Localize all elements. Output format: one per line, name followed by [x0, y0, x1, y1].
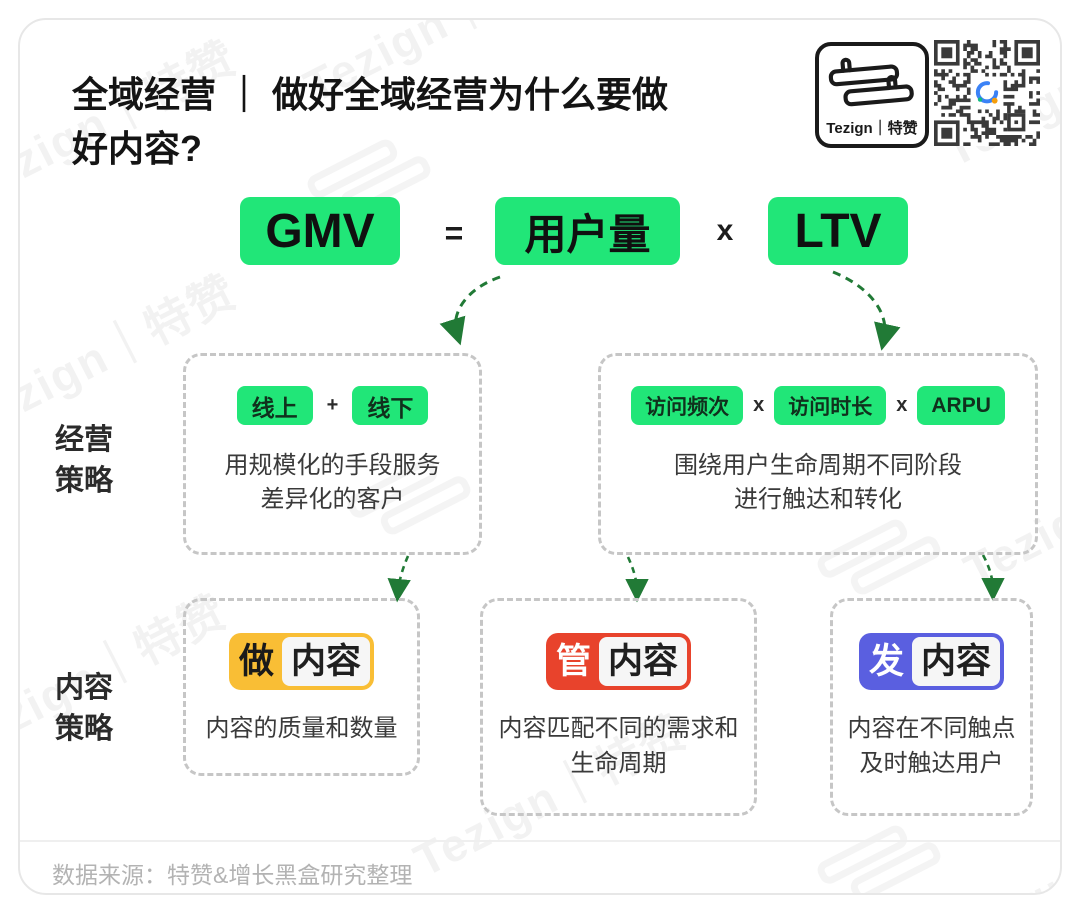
content-manage-desc: 内容匹配不同的需求和 生命周期 [499, 712, 739, 782]
content-manage-desc-line2: 生命周期 [570, 749, 667, 777]
content-distribute-desc-line1: 内容在不同触点 [847, 715, 1016, 742]
content-make-desc: 内容的质量和数量 [206, 712, 398, 747]
times-operator: x [753, 394, 765, 416]
formula-equals: = [444, 215, 464, 251]
badge-make-content: 做 内容 [228, 633, 375, 690]
watermark-logo-icon [814, 812, 944, 893]
thumbs-up-icon [826, 54, 918, 117]
badge-suffix: 内容 [599, 637, 688, 686]
content-label-line1: 内容 [55, 672, 114, 704]
badge-suffix: 内容 [912, 637, 1001, 686]
formula-ltv-box: LTV [768, 197, 908, 265]
page-title-line1: 全域经营 ｜ 做好全域经营为什么要做 [72, 74, 669, 115]
logo-wordmark: Tezign｜特赞 [826, 120, 918, 137]
content-card-distribute: 发 内容 内容在不同触点 及时触达用户 [830, 598, 1033, 816]
strategy-label-line2: 策略 [55, 465, 114, 498]
formula-users-box: 用户量 [495, 197, 680, 265]
formula-gmv-box: GMV [240, 197, 400, 265]
footer-divider [20, 840, 1060, 842]
plus-operator: + [326, 394, 339, 416]
qr-code [934, 40, 1040, 146]
data-source-note: 数据来源：特赞&增长黑盒研究整理 [52, 862, 413, 888]
strategy-left-desc: 用规模化的手段服务 差异化的客户 [225, 449, 441, 517]
content-manage-desc-line1: 内容匹配不同的需求和 [498, 715, 739, 742]
times-operator: x [896, 394, 908, 416]
pill-visit-duration: 访问时长 [774, 386, 887, 425]
strategy-left-desc-line2: 差异化的客户 [260, 486, 405, 514]
content-card-manage: 管 内容 内容匹配不同的需求和 生命周期 [480, 598, 757, 816]
tezign-logo: Tezign｜特赞 [815, 42, 929, 148]
strategy-row-label: 经营 策略 [55, 420, 145, 502]
badge-prefix: 管 [555, 642, 591, 681]
qr-center-icon [971, 77, 1003, 109]
formula-times: x [716, 214, 734, 247]
badge-distribute-content: 发 内容 [858, 633, 1005, 690]
badge-suffix: 内容 [282, 637, 371, 686]
strategy-label-line1: 经营 [55, 424, 114, 456]
badge-prefix: 发 [868, 642, 904, 681]
content-card-make: 做 内容 内容的质量和数量 [183, 598, 420, 776]
strategy-left-box: 线上 + 线下 用规模化的手段服务 差异化的客户 [183, 353, 482, 555]
strategy-left-desc-line1: 用规模化的手段服务 [224, 452, 441, 479]
page-title: 全域经营 ｜ 做好全域经营为什么要做 好内容? [72, 68, 772, 176]
infographic-card: Tezign｜特赞 Tezign｜特赞 Tezign｜特赞 Tezign｜特赞 … [18, 18, 1062, 895]
pill-visit-frequency: 访问频次 [631, 386, 744, 425]
strategy-right-desc: 围绕用户生命周期不同阶段 进行触达和转化 [674, 449, 962, 517]
pill-offline: 线下 [352, 386, 429, 425]
content-label-line2: 策略 [55, 713, 114, 746]
page-title-line2: 好内容? [72, 128, 202, 169]
badge-manage-content: 管 内容 [545, 633, 692, 690]
strategy-right-desc-line1: 围绕用户生命周期不同阶段 [674, 452, 962, 479]
content-distribute-desc: 内容在不同触点 及时触达用户 [848, 712, 1016, 782]
content-row-label: 内容 策略 [55, 668, 145, 750]
strategy-right-desc-line2: 进行触达和转化 [734, 486, 902, 514]
pill-online: 线上 [236, 386, 313, 425]
content-make-desc-line1: 内容的质量和数量 [205, 715, 398, 742]
badge-prefix: 做 [238, 642, 274, 681]
strategy-right-box: 访问频次 x 访问时长 x ARPU 围绕用户生命周期不同阶段 进行触达和转化 [598, 353, 1038, 555]
content-distribute-desc-line2: 及时触达用户 [859, 749, 1004, 777]
pill-arpu: ARPU [917, 386, 1005, 425]
